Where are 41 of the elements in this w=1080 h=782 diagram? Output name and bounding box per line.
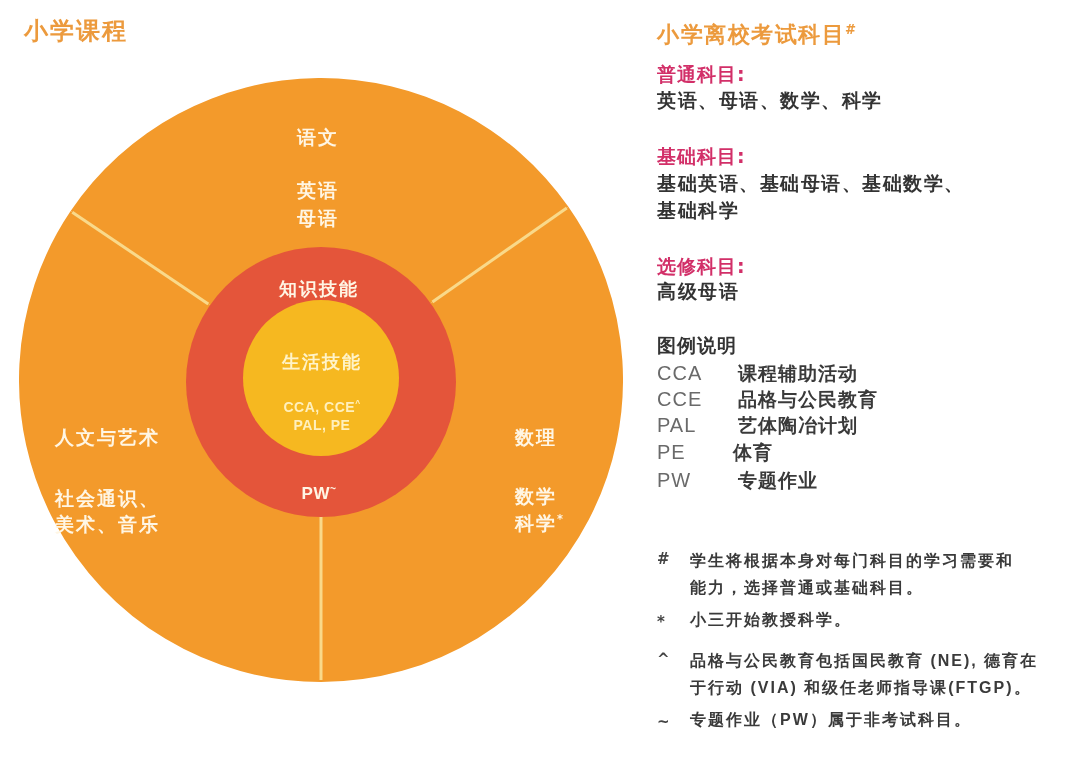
- footnote-text: 专题作业（PW）属于非考试科目。: [690, 710, 972, 730]
- abbreviation-meaning: 课程辅助活动: [738, 362, 858, 385]
- footnote-mark: #: [657, 550, 670, 568]
- core-title: 生活技能: [282, 351, 362, 373]
- category-heading: 普通科目:: [657, 63, 746, 86]
- subject-label: 母语: [297, 207, 339, 230]
- abbreviation: PAL: [657, 413, 697, 437]
- abbreviation: CCA: [657, 361, 703, 385]
- footnote-mark: ~: [657, 713, 670, 731]
- page-title: 小学课程: [24, 17, 128, 46]
- subject-label: 社会通识、美术、音乐: [55, 486, 161, 537]
- abbreviation-meaning: 体育: [733, 441, 773, 464]
- subject-list: 高级母语: [657, 280, 739, 303]
- abbreviation: PW: [657, 468, 692, 492]
- abbreviation: PE: [657, 440, 686, 464]
- category-heading: 选修科目:: [657, 255, 746, 278]
- subject-label: 数学: [515, 485, 557, 508]
- ring-title: 知识技能: [279, 278, 359, 300]
- footnote-text: 品格与公民教育包括国民教育 (NE), 德育在于行动 (VIA) 和级任老师指导课(FTGP)。: [690, 651, 1040, 698]
- subject-list: 英语、母语、数学、科学: [657, 89, 883, 112]
- subject-label: 科学$^{*}$: [515, 512, 565, 535]
- abbreviation: CCE: [657, 387, 703, 411]
- sector-title: 人文与艺术: [55, 426, 160, 449]
- footnote-mark: ^: [657, 650, 670, 668]
- ring-label: PW$^{~}$: [301, 484, 337, 505]
- pie-sector: [70, 78, 569, 308]
- core-label: CCA, CCE$^{^}$ PAL, PE: [282, 398, 362, 434]
- footnote-text: 小三开始教授科学。: [690, 610, 852, 630]
- footnote-mark: *: [657, 613, 665, 631]
- abbreviation-meaning: 艺体陶冶计划: [738, 414, 858, 437]
- core-circle: [243, 300, 399, 456]
- sector-title: 语文: [297, 126, 339, 149]
- subject-label: 英语: [297, 179, 339, 202]
- glossary-heading: 图例说明: [657, 334, 737, 357]
- section-heading: 小学离校考试科目$^{#}$: [657, 22, 858, 49]
- sector-title: 数理: [515, 426, 557, 449]
- category-heading: 基础科目:: [657, 145, 746, 168]
- abbreviation-meaning: 专题作业: [738, 469, 818, 492]
- footnote-text: 学生将根据本身对每门科目的学习需要和能力，选择普通或基础科目。: [690, 551, 1015, 598]
- subject-list: 基础英语、基础母语、基础数学、基础科学: [657, 170, 973, 224]
- abbreviation-meaning: 品格与公民教育: [738, 388, 878, 411]
